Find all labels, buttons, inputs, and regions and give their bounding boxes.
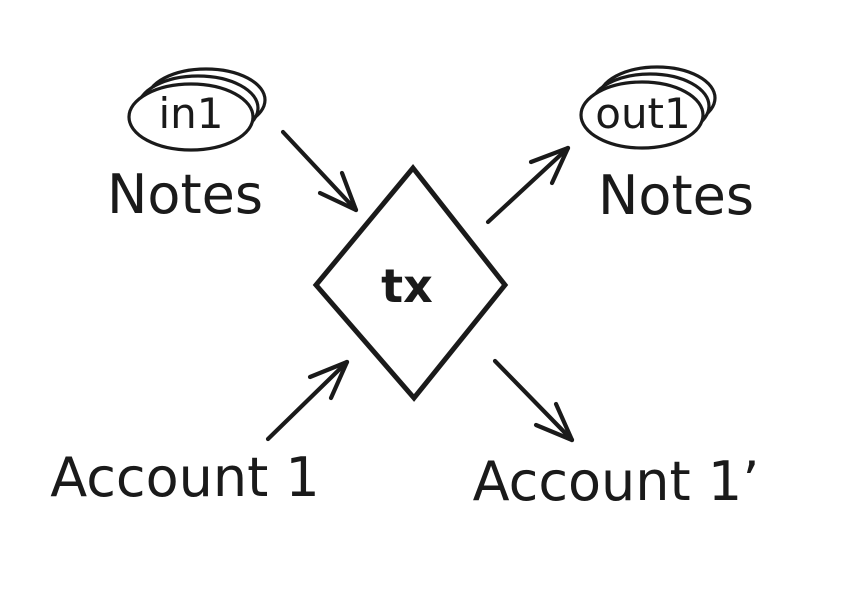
transaction-label: tx (381, 259, 433, 313)
arrow-in1-to-tx-icon (280, 129, 359, 213)
output-notes-caption: Notes (598, 164, 754, 227)
stack-front-ellipse (579, 80, 705, 150)
output-notes-stack-icon (579, 65, 717, 150)
arrow-account1-to-tx-icon (265, 359, 350, 442)
input-notes-caption: Notes (107, 163, 263, 226)
stack-front-ellipse (127, 82, 255, 152)
transaction-diamond-shape (312, 164, 509, 402)
source-account-label: Account 1 (50, 446, 320, 509)
output-notes-id-label: out1 (595, 89, 691, 138)
arrow-tx-to-out1-icon (485, 145, 571, 225)
dest-account-label: Account 1’ (472, 450, 760, 513)
input-notes-id-label: in1 (158, 89, 224, 138)
input-notes-stack-icon (127, 67, 267, 152)
arrow-tx-to-account1prime-icon (492, 358, 575, 443)
